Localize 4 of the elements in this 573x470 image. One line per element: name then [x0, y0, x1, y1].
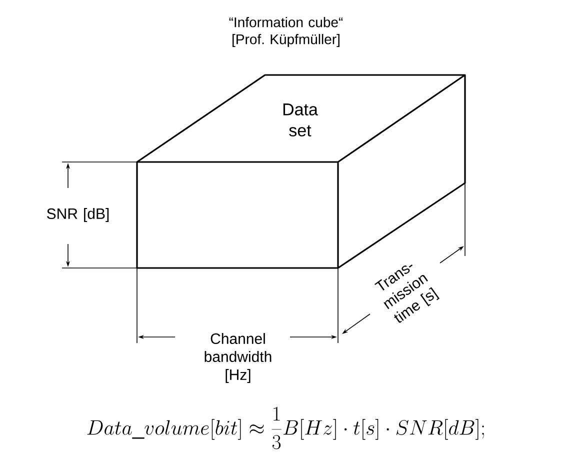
formula: $Data\_volume[bit] \approx \frac{1}{3} B[Hz] \cdot t[s] \cdot SNR[dB];$: [87, 406, 484, 450]
dimension-label: SNR [dB]: [47, 208, 109, 222]
title: “Information cube“ [Prof. Küpfmüller]: [229, 16, 343, 48]
dimension-label: Channel bandwidth [Hz]: [204, 333, 272, 383]
